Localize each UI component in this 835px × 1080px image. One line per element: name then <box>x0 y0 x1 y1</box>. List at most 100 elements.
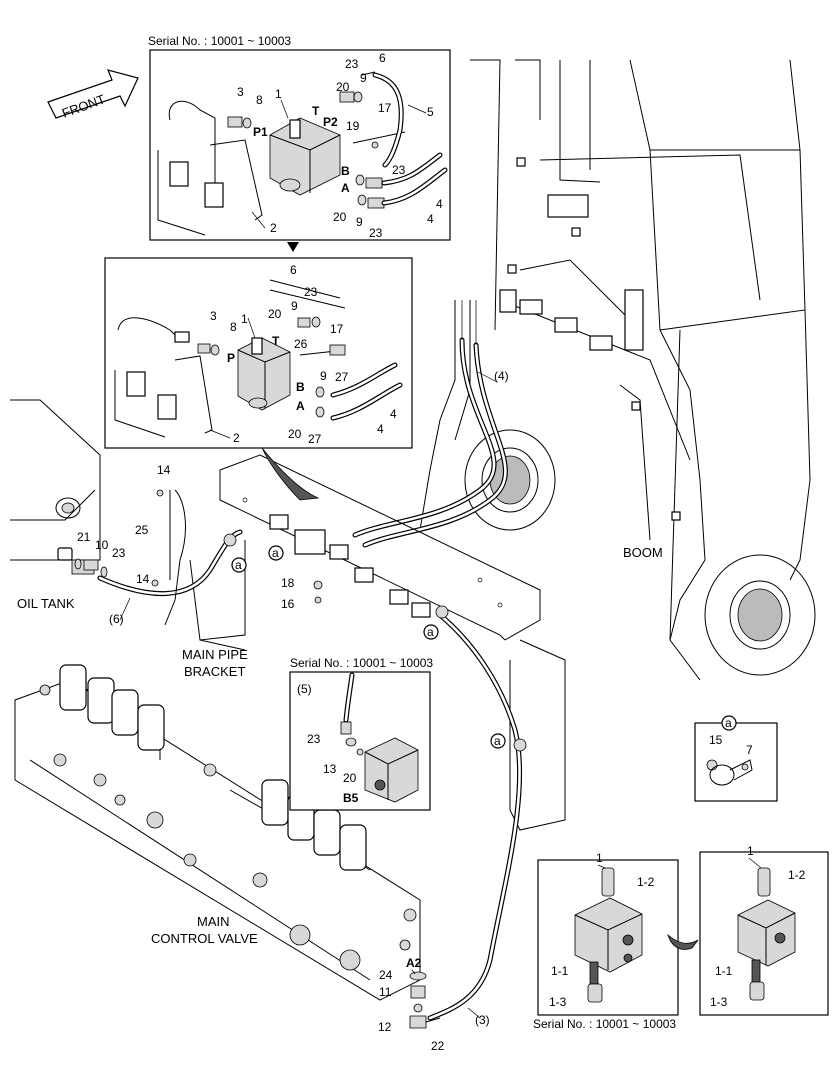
zoom-indicator <box>261 447 320 501</box>
part-number: 12 <box>378 1020 392 1034</box>
part-number: 25 <box>135 523 149 537</box>
main-pipe-bracket <box>189 454 566 831</box>
inset-second-part-numbers: 1 2 3 4 4 6 8 9 9 17 20 20 23 26 27 27 P… <box>210 263 397 446</box>
port-b5-label: B5 <box>343 791 359 805</box>
port-label: P1 <box>253 125 268 139</box>
clip-detail <box>694 722 778 802</box>
part-number: (6) <box>109 612 124 626</box>
main-pipe-bracket-label-1: MAIN PIPE <box>182 647 248 662</box>
part-number: 7 <box>746 743 753 757</box>
part-number: 1 <box>275 87 282 101</box>
port-label: B <box>341 164 350 178</box>
part-number: 6 <box>290 263 297 277</box>
inset-top-part-numbers: 1 2 3 4 4 5 6 8 9 9 17 19 20 20 23 23 23… <box>237 51 443 240</box>
part-number: 1-2 <box>637 875 655 889</box>
part-number: (5) <box>297 682 312 696</box>
part-number: 10 <box>95 538 109 552</box>
part-number: 16 <box>281 597 295 611</box>
part-number: 20 <box>333 210 347 224</box>
valve-detail <box>537 859 679 1016</box>
boom-structure <box>419 59 816 681</box>
part-number: 6 <box>379 51 386 65</box>
callout-a: a <box>494 734 501 748</box>
port-label: P2 <box>323 115 338 129</box>
part-number: 1-1 <box>551 964 569 978</box>
hose-3 <box>427 605 527 1021</box>
part-number: 8 <box>230 320 237 334</box>
part-number: 9 <box>356 215 363 229</box>
part-number: 20 <box>288 427 302 441</box>
port-label: A <box>341 181 350 195</box>
part-number: 3 <box>237 85 244 99</box>
part-number: 2 <box>270 221 277 235</box>
inset-second <box>104 257 413 449</box>
part-number: 13 <box>323 762 337 776</box>
part-number: 1-3 <box>710 995 728 1009</box>
part-number: 8 <box>256 93 263 107</box>
part-number: 23 <box>307 732 321 746</box>
part-number: 21 <box>77 530 91 544</box>
part-number: 1 <box>596 851 603 865</box>
part-number: 27 <box>308 432 322 446</box>
part-number: 1 <box>241 312 248 326</box>
part-number: 18 <box>281 576 295 590</box>
front-arrow: FRONT <box>47 69 139 121</box>
part-number: 17 <box>330 322 344 336</box>
part-number: 4 <box>436 197 443 211</box>
callout-a: a <box>427 625 434 639</box>
callout-a: a <box>235 558 242 572</box>
part-number: 20 <box>268 307 282 321</box>
serial-bottom-label: Serial No. : 10001 ~ 10003 <box>533 1017 676 1031</box>
part-number: 1-3 <box>549 995 567 1009</box>
part-number: 23 <box>369 226 383 240</box>
part-number: 20 <box>336 80 350 94</box>
part-number: 20 <box>343 771 357 785</box>
callout-a: a <box>725 716 732 730</box>
part-number: 9 <box>320 369 327 383</box>
serial-top-label: Serial No. : 10001 ~ 10003 <box>148 34 291 48</box>
part-number: 1-1 <box>715 964 733 978</box>
part-number: (3) <box>475 1013 490 1027</box>
fittings-a2 <box>409 971 441 1029</box>
inset-top <box>149 49 451 241</box>
callout-a: a <box>272 546 279 560</box>
part-number: 24 <box>379 968 393 982</box>
callout-a-group: a a a a a <box>231 545 737 749</box>
part-number: 9 <box>360 71 367 85</box>
boom-label: BOOM <box>623 545 663 560</box>
main-control-valve-label-1: MAIN <box>197 914 230 929</box>
port-a2-label: A2 <box>406 956 422 970</box>
part-number: 19 <box>346 119 360 133</box>
arrow-right-icon <box>667 933 699 950</box>
main-part-numbers: (3) (4) (5) (6) 10 11 12 13 14 14 16 18 … <box>77 369 509 1053</box>
oil-tank-label: OIL TANK <box>17 596 75 611</box>
part-number: 23 <box>392 163 406 177</box>
hoses-4 <box>352 300 508 548</box>
arrow-down-icon <box>287 242 299 252</box>
part-number: 27 <box>335 370 349 384</box>
part-number: (4) <box>494 369 509 383</box>
part-number: 23 <box>304 285 318 299</box>
part-number: 5 <box>427 105 434 119</box>
part-number: 14 <box>136 572 150 586</box>
port-label: B <box>296 380 305 394</box>
part-number: 15 <box>709 733 723 747</box>
part-number: 22 <box>431 1039 445 1053</box>
solenoid-group-left <box>59 664 165 751</box>
part-number: 26 <box>294 337 308 351</box>
part-number: 23 <box>112 546 126 560</box>
part-number: 9 <box>291 299 298 313</box>
inset-b5 <box>289 671 431 811</box>
part-number: 17 <box>378 101 392 115</box>
part-number: 4 <box>390 407 397 421</box>
leader-lines <box>119 99 762 1019</box>
part-number: 1 <box>747 844 754 858</box>
port-label: T <box>312 104 320 118</box>
serial-mid-label: Serial No. : 10001 ~ 10003 <box>290 656 433 670</box>
hose-6 <box>71 489 243 626</box>
port-label: P <box>227 351 235 365</box>
part-number: 14 <box>157 463 171 477</box>
valve-detail-numbers: 1 1-1 1-2 1-3 1 1-1 1-2 1-3 <box>549 844 806 1009</box>
part-number: 11 <box>379 985 392 999</box>
